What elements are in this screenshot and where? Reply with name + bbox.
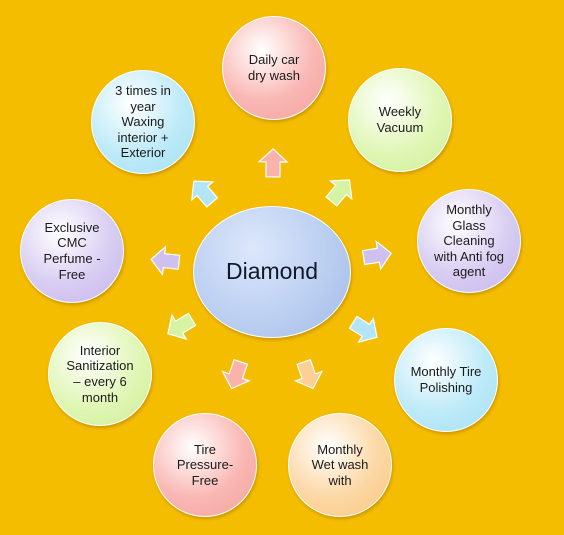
node-label: Monthly Glass Cleaning with Anti fog age… — [433, 202, 505, 280]
node-label: Monthly Wet wash with — [311, 441, 369, 488]
arrow-to-weekly-vacuum — [325, 179, 353, 207]
node-monthly-wet-wash: Monthly Wet wash with — [288, 413, 392, 517]
node-label: 3 times in year Waxing interior + Exteri… — [115, 83, 171, 161]
arrow-to-glass-cleaning — [361, 239, 393, 271]
node-tire-pressure-free: Tire Pressure- Free — [153, 413, 257, 517]
arrow-to-perfume — [150, 245, 181, 277]
node-label: Interior Sanitization – every 6 month — [66, 342, 134, 405]
node-interior-sanitization: Interior Sanitization – every 6 month — [48, 322, 152, 426]
node-label: Monthly Tire Polishing — [410, 364, 482, 395]
arrow-to-tire-polishing — [348, 315, 378, 344]
node-label: Tire Pressure- Free — [176, 441, 234, 488]
center-label: Diamond — [225, 258, 319, 285]
arrow-to-daily-dry-wash — [257, 148, 289, 178]
node-weekly-vacuum: Weekly Vacuum — [348, 68, 452, 172]
node-label: Exclusive CMC Perfume - Free — [43, 219, 101, 282]
node-waxing-interior-exterior: 3 times in year Waxing interior + Exteri… — [91, 70, 195, 174]
arrow-to-waxing — [190, 180, 219, 208]
node-daily-car-dry-wash: Daily car dry wash — [222, 16, 326, 120]
node-monthly-glass-cleaning: Monthly Glass Cleaning with Anti fog age… — [417, 189, 521, 293]
arrow-to-sanitization — [167, 312, 197, 341]
center-node-diamond: Diamond — [193, 206, 351, 338]
arrow-to-tire-pressure — [221, 358, 251, 390]
node-label: Daily car dry wash — [247, 52, 301, 83]
node-label: Weekly Vacuum — [376, 104, 424, 135]
node-monthly-tire-polishing: Monthly Tire Polishing — [394, 328, 498, 432]
node-exclusive-cmc-perfume: Exclusive CMC Perfume - Free — [20, 199, 124, 303]
arrow-to-wet-wash — [293, 358, 324, 390]
